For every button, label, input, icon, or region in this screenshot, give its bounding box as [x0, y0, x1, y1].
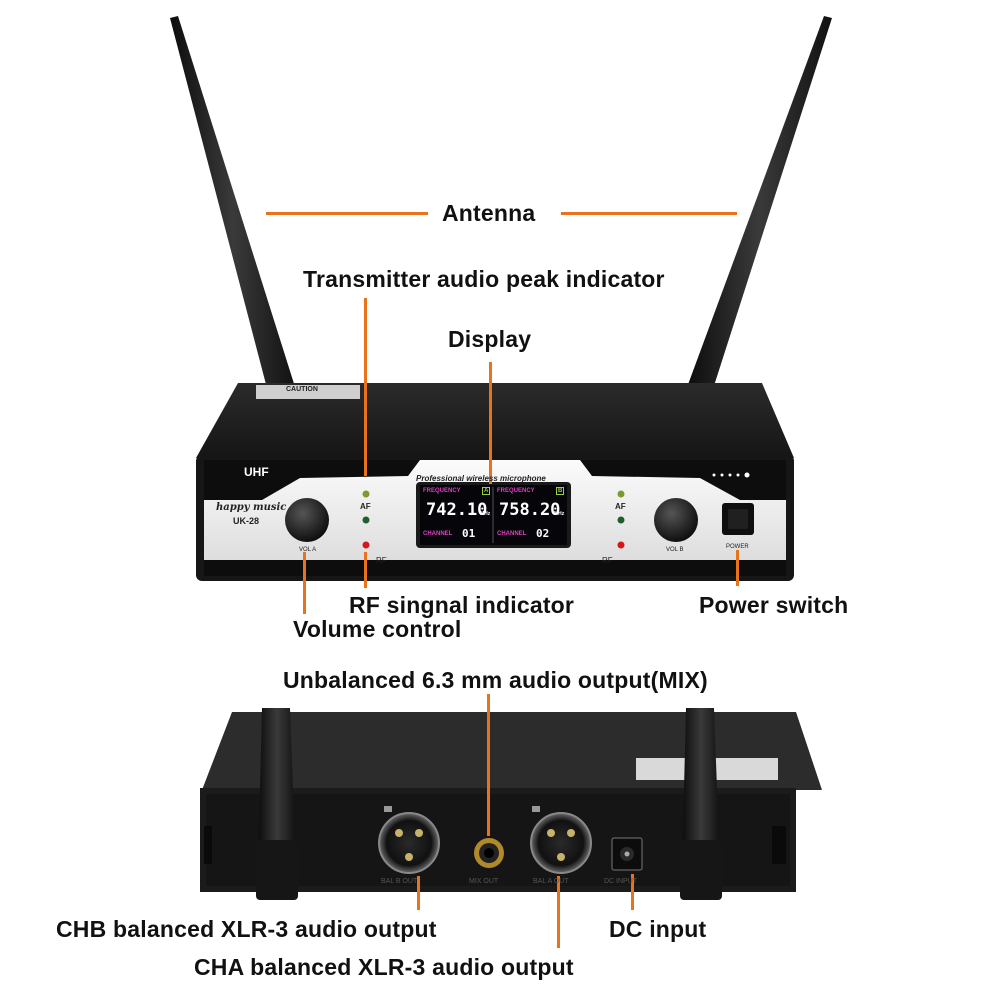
lcd-a-channel: 01: [462, 527, 476, 540]
leader-antenna-right: [561, 212, 737, 215]
label-peak-indicator: Transmitter audio peak indicator: [303, 266, 665, 292]
leader-cha: [557, 876, 560, 948]
lcd-a-channel-label: CHANNEL: [423, 531, 453, 537]
lcd-a-tag: A: [482, 487, 491, 495]
volume-knob-a[interactable]: [285, 498, 329, 542]
lcd-b-tag: B: [556, 487, 565, 495]
label-mix-output: Unbalanced 6.3 mm audio output(MIX): [283, 667, 708, 693]
label-antenna: Antenna: [442, 200, 536, 226]
label-dc-input: DC input: [609, 916, 707, 942]
mix-jack[interactable]: [474, 838, 504, 868]
label-volume-control: Volume control: [293, 616, 462, 642]
rear-mix-label: MIX OUT: [469, 878, 499, 885]
label-rf-indicator: RF singnal indicator: [349, 592, 575, 618]
lcd-b-frequency: 758.20: [499, 500, 561, 520]
af-label-right: AF: [615, 502, 626, 511]
af-label-left: AF: [360, 502, 371, 511]
band-label: UHF: [244, 465, 269, 479]
xlr-a-connector[interactable]: [531, 813, 591, 873]
leader-display: [489, 362, 492, 484]
rf-label-right: RF: [602, 556, 613, 565]
leader-power: [736, 550, 739, 586]
leader-chb: [417, 876, 420, 910]
leader-dc: [631, 874, 634, 910]
lcd-display: FREQUENCY A 742.10 MHz CHANNEL 01 FREQUE…: [420, 485, 567, 545]
xlr-b-connector[interactable]: [379, 813, 439, 873]
caution-plate-text: CAUTION: [286, 386, 318, 393]
leader-volume: [303, 552, 306, 614]
lcd-b-channel: 02: [536, 527, 550, 540]
rear-bal-a-label: BAL A OUT: [533, 878, 569, 885]
dc-jack[interactable]: [612, 838, 642, 870]
power-label: POWER: [726, 544, 749, 550]
receiver-front-unit: [196, 383, 794, 581]
vol-b-label: VOL B: [666, 547, 684, 553]
lcd-a-frequency: 742.10: [426, 500, 488, 520]
rear-dc-label: DC INPUT: [604, 878, 638, 885]
lcd-a-freq-label: FREQUENCY: [423, 488, 461, 494]
lcd-b-unit: MHz: [554, 511, 565, 517]
rf-label-left: RF: [376, 556, 387, 565]
lcd-b-freq-label: FREQUENCY: [497, 488, 535, 494]
brand-logo: happy music: [216, 502, 287, 513]
label-display: Display: [448, 326, 532, 352]
lcd-a-unit: MHz: [480, 511, 491, 517]
leader-mix: [487, 694, 490, 836]
leader-antenna-left: [266, 212, 428, 215]
power-button[interactable]: [722, 503, 754, 535]
model-label: UK-28: [233, 516, 260, 526]
leader-rf: [364, 552, 367, 588]
label-cha-output: CHA balanced XLR-3 audio output: [194, 954, 574, 980]
label-chb-output: CHB balanced XLR-3 audio output: [56, 916, 437, 942]
headline-label: Professional wireless microphone: [416, 474, 546, 483]
receiver-rear-unit: [200, 708, 822, 900]
volume-knob-b[interactable]: [654, 498, 698, 542]
lcd-b-channel-label: CHANNEL: [497, 531, 527, 537]
vol-a-label: VOL A: [299, 547, 317, 553]
label-power-switch: Power switch: [699, 592, 849, 618]
rear-bal-b-label: BAL B OUT: [381, 878, 418, 885]
leader-peak-indicator: [364, 298, 367, 476]
